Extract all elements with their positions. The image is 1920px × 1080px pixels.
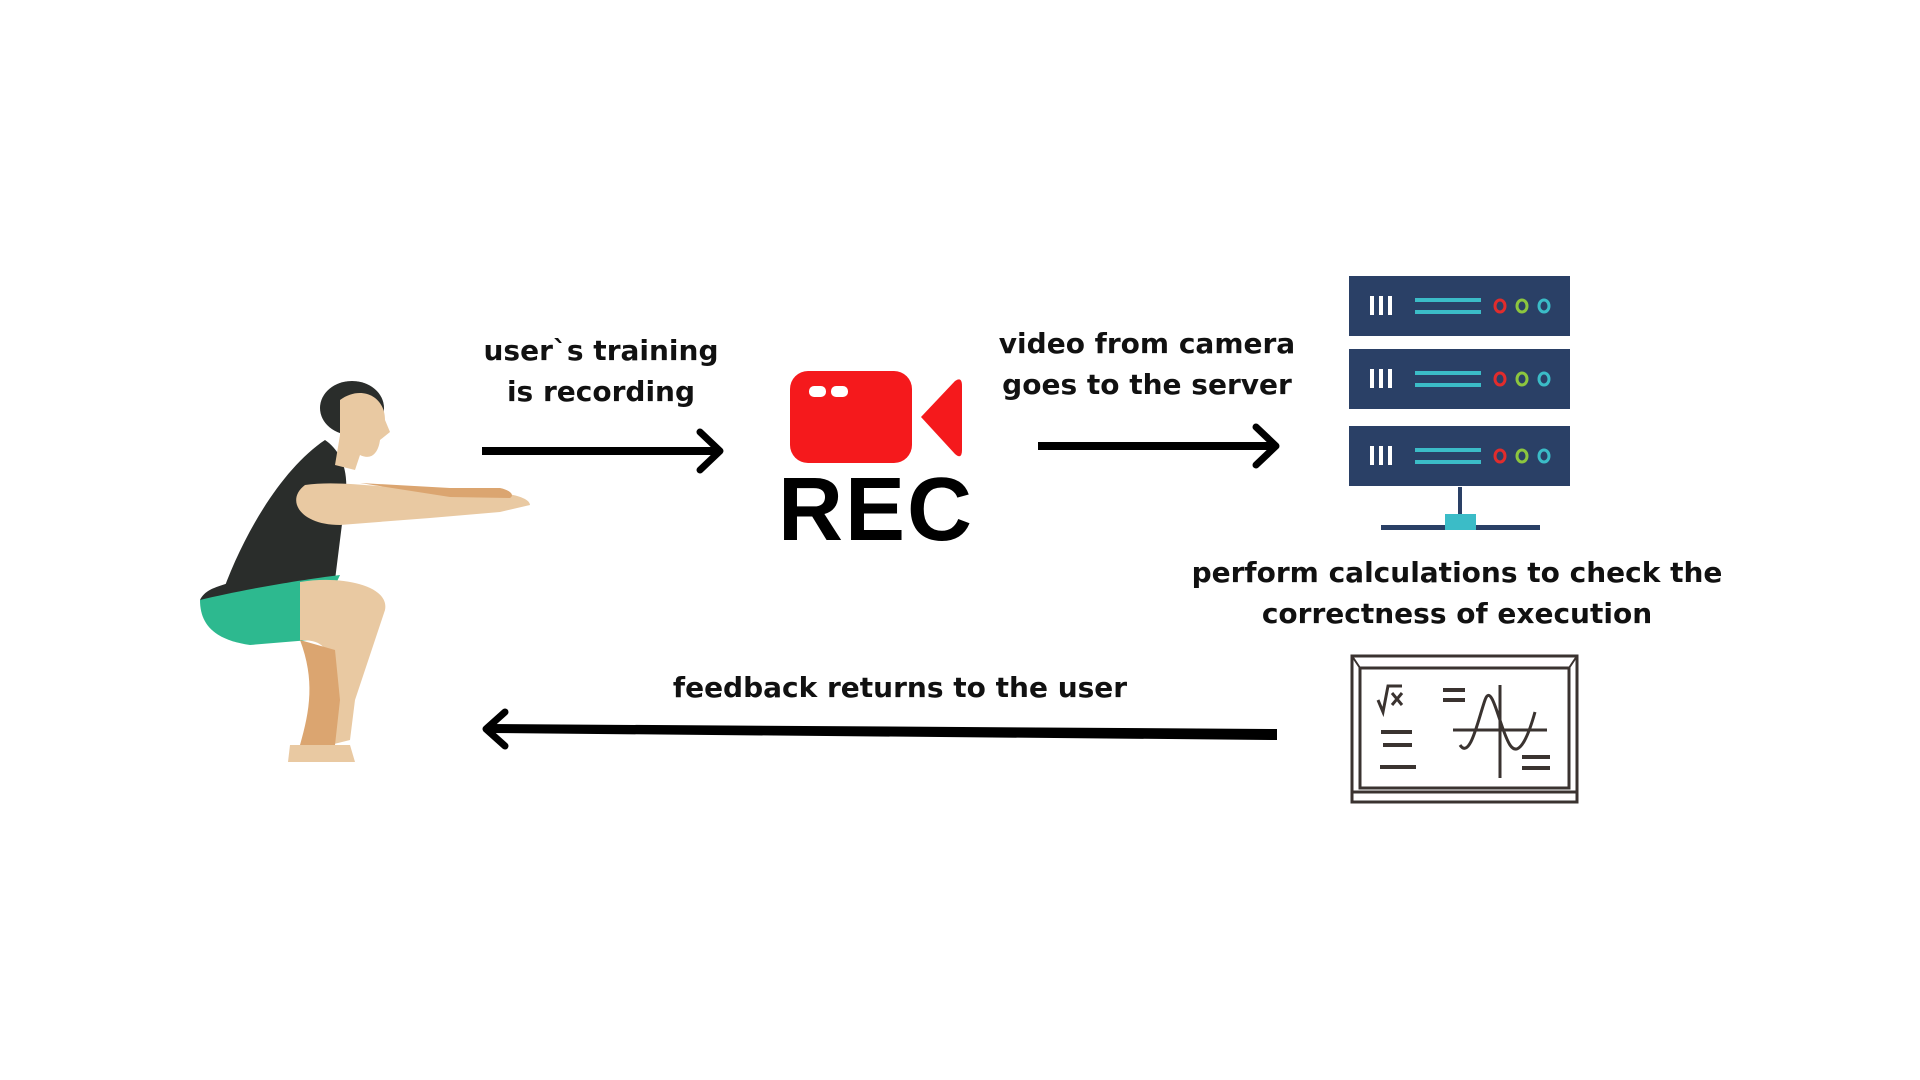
math-board-icon [1350,654,1579,804]
step-calculation-label: perform calculations to check the correc… [1192,552,1723,634]
arrow-feedback-to-user [482,708,1277,750]
video-camera-icon [790,371,962,463]
step-to-server-label: video from camera goes to the server [999,323,1295,405]
arrow-to-camera [482,428,724,474]
step-recording-line2: is recording [506,375,696,408]
step-calculation-line1: perform calculations to check the [1191,556,1723,589]
server-rack-icon [1347,276,1572,530]
squatting-person-illustration [200,381,530,762]
step-recording-label: user`s training is recording [483,330,718,412]
step-recording-line1: user`s training [483,334,719,367]
step-to-server-line1: video from camera [998,327,1296,360]
step-calculation-line2: correctness of execution [1261,597,1653,630]
arrow-to-server [1038,423,1280,469]
step-feedback-label: feedback returns to the user [672,671,1128,704]
step-to-server-line2: goes to the server [1002,368,1292,401]
rec-label: REC [777,460,975,560]
